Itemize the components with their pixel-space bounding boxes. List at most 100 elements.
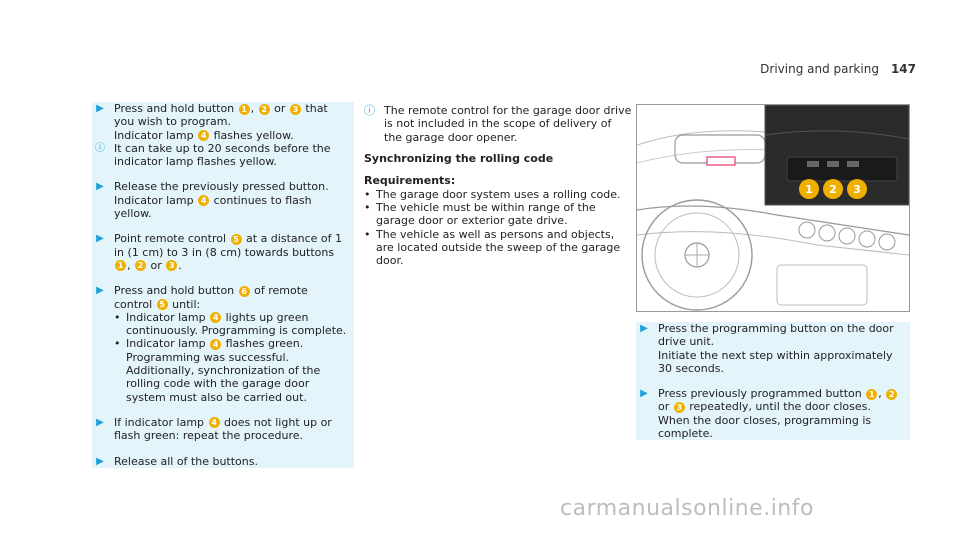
text-run: Release all of the buttons. xyxy=(114,454,258,468)
dashboard-illustration: 1 2 3 xyxy=(636,104,910,312)
text-run: lights up green continuously. Programmin… xyxy=(126,310,347,338)
step-text: Point remote control 5 at a distance of … xyxy=(92,232,348,272)
text-run: Indicator lamp xyxy=(126,310,210,324)
step-arrow-icon: ▶ xyxy=(96,233,104,245)
text-run: at a distance of 1 in (1 cm) to 3 in (8 … xyxy=(114,232,343,259)
callout-number: 4 xyxy=(208,417,220,429)
instruction-step: ▶Press and hold button 6 of remote contr… xyxy=(92,284,354,404)
step-arrow-icon: ▶ xyxy=(96,285,104,297)
requirements-label: Requirements: xyxy=(364,173,456,187)
text-run: If indicator lamp xyxy=(114,415,208,429)
text-run: Press and hold button xyxy=(114,102,238,115)
callout-number: 1 xyxy=(238,103,250,115)
text-run: repeatedly, until the door closes. xyxy=(685,400,871,414)
text-run: . xyxy=(178,258,182,272)
callout-number: 2 xyxy=(135,260,146,272)
page-number: 147 xyxy=(890,62,916,76)
text-run: Press and hold button xyxy=(114,284,238,298)
text-run: or xyxy=(658,400,673,414)
step-arrow-icon: ▶ xyxy=(96,103,104,114)
callout-number: 6 xyxy=(238,285,250,297)
callout-number: 1 xyxy=(115,260,126,272)
callout-number: 5 xyxy=(156,299,168,311)
step-spacer xyxy=(92,272,354,285)
step-text: Press the programming button on the door… xyxy=(636,322,904,375)
info-text: It can take up to 20 seconds before the … xyxy=(114,141,331,169)
callout-number: 3 xyxy=(673,401,685,413)
text-run: Release the previously pressed button. xyxy=(114,180,329,194)
text-run: continues to flash yellow. xyxy=(114,193,312,221)
callout-number: 3 xyxy=(166,260,178,272)
section-title: Driving and parking xyxy=(760,62,879,76)
watermark: carmanualsonline.info xyxy=(560,496,814,521)
list-item: The vehicle must be within range of the … xyxy=(364,201,632,228)
step-spacer xyxy=(92,168,354,181)
step-spacer xyxy=(636,375,910,388)
step-spacer xyxy=(92,442,354,455)
text-run: , xyxy=(127,258,134,272)
text-run: Point remote control xyxy=(114,232,230,246)
requirements-list: The garage door system uses a rolling co… xyxy=(364,188,632,268)
list-item: The vehicle as well as persons and objec… xyxy=(364,228,632,268)
instruction-step: ▶Press the programming button on the doo… xyxy=(636,322,910,376)
callout-number: 4 xyxy=(210,338,222,350)
instruction-step: ▶Release the previously pressed button.I… xyxy=(92,180,354,221)
callout-number: 3 xyxy=(289,103,301,115)
column-2: ⓘ The remote control for the garage door… xyxy=(364,104,632,268)
step-text: Press and hold button 1, 2 or 3 that you… xyxy=(92,102,348,142)
section-heading: Synchronizing the rolling code xyxy=(364,151,554,165)
step-text: Release all of the buttons. xyxy=(92,455,348,468)
info-note: ⓘ It can take up to 20 seconds before the… xyxy=(92,141,354,169)
step-spacer xyxy=(92,220,354,233)
text-run: that you wish to program. xyxy=(114,102,328,129)
callout-2: 2 xyxy=(823,179,843,199)
text-run: or xyxy=(147,258,166,272)
info-text: The remote control for the garage door d… xyxy=(384,104,632,144)
text-run: Indicator lamp xyxy=(126,337,210,351)
text-run: When the door closes, programming is com… xyxy=(658,413,872,441)
callout-number: 4 xyxy=(198,195,210,207)
list-item: The garage door system uses a rolling co… xyxy=(364,188,632,202)
dashboard-drawing: 1 2 3 xyxy=(637,105,909,311)
step-arrow-icon: ▶ xyxy=(640,323,648,334)
info-icon: ⓘ xyxy=(95,142,105,154)
text-run: Press previously programmed button xyxy=(658,387,866,401)
text-run: does not light up or flash green: repeat… xyxy=(114,415,332,443)
step-text: Press and hold button 6 of remote contro… xyxy=(92,284,348,404)
callout-number: 1 xyxy=(866,388,878,400)
info-icon: ⓘ xyxy=(364,104,375,117)
step-arrow-icon: ▶ xyxy=(96,416,104,428)
callout-3: 3 xyxy=(847,179,867,199)
instruction-step: ▶ Release all of the buttons. xyxy=(92,454,354,468)
step-arrow-icon: ▶ xyxy=(96,181,104,193)
text-run: until: xyxy=(168,297,201,311)
step-arrow-icon: ▶ xyxy=(96,455,104,467)
column-3: ▶Press the programming button on the doo… xyxy=(636,322,910,441)
instruction-step: ▶Press previously programmed button 1, 2… xyxy=(636,387,910,441)
callout-number: 4 xyxy=(198,130,210,142)
text-run: Indicator lamp xyxy=(114,128,198,142)
step-text: Press previously programmed button 1, 2 … xyxy=(636,387,904,440)
svg-text:2: 2 xyxy=(829,183,837,196)
svg-text:1: 1 xyxy=(805,183,813,196)
instruction-step: ▶If indicator lamp 4 does not light up o… xyxy=(92,415,354,443)
step-spacer xyxy=(92,403,354,416)
step-text: Release the previously pressed button.In… xyxy=(92,180,348,220)
text-run: Indicator lamp xyxy=(114,193,198,207)
list-item: Indicator lamp 4 flashes green. Programm… xyxy=(114,337,348,403)
text-run: flashes green. Programming was successfu… xyxy=(126,337,321,404)
list-item: Indicator lamp 4 lights up green continu… xyxy=(114,311,348,338)
callout-number: 2 xyxy=(258,103,270,115)
text-run: , xyxy=(250,102,258,115)
text-run: of remote control xyxy=(114,284,308,311)
text-run: flashes yellow. xyxy=(210,128,294,142)
callout-number: 4 xyxy=(210,312,222,324)
text-run: Initiate the next step within approximat… xyxy=(658,348,893,375)
step-text: If indicator lamp 4 does not light up or… xyxy=(92,416,348,443)
callout-number: 5 xyxy=(230,233,242,245)
callout-number: 2 xyxy=(886,388,898,400)
info-note: ⓘ The remote control for the garage door… xyxy=(364,104,632,144)
text-run: or xyxy=(270,102,289,115)
svg-text:3: 3 xyxy=(853,183,861,196)
callout-1: 1 xyxy=(799,179,819,199)
